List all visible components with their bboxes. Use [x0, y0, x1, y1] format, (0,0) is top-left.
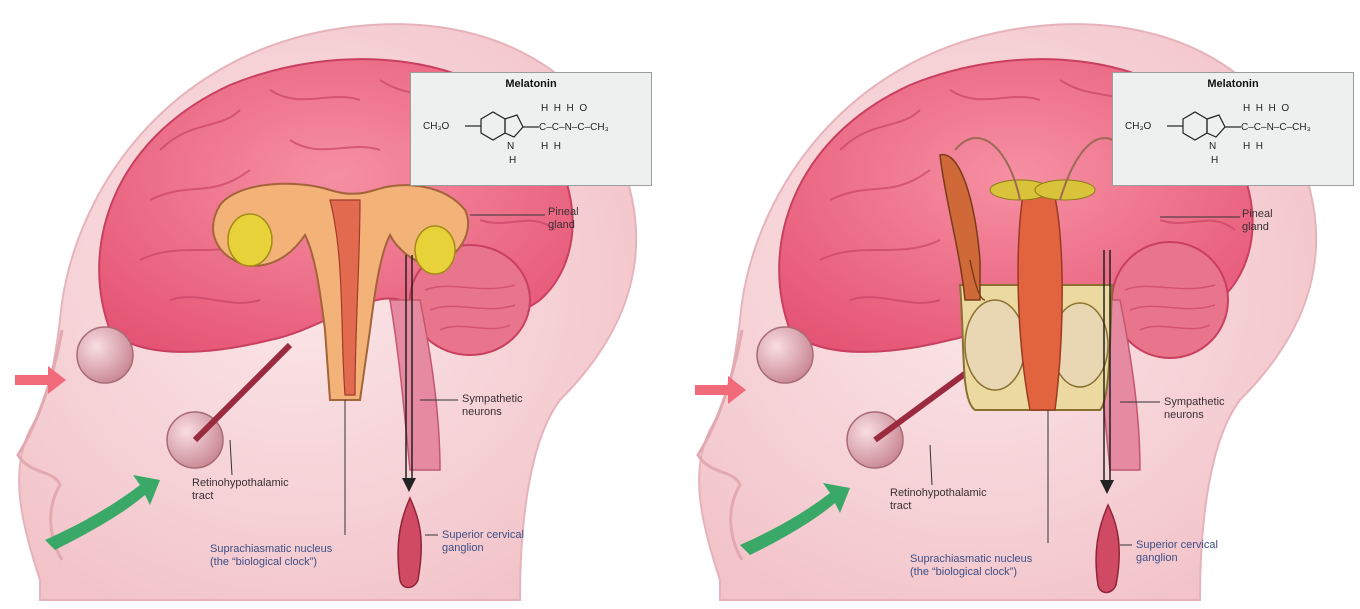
ring-nitrogen: N — [1209, 141, 1216, 152]
eye-upper — [757, 327, 813, 383]
ring-hydrogen: H — [1211, 155, 1218, 166]
panel-female: Melatonin CH₃O N H H H H O C–C–N–C–CH₃ H… — [0, 0, 680, 609]
melatonin-structure-box: Melatonin CH₃O N H H H H O C–C–N–C–CH₃ H… — [1112, 72, 1354, 186]
ring-nitrogen: N — [507, 141, 514, 152]
indole-ring — [1163, 101, 1243, 161]
methoxy-group: CH₃O — [1125, 121, 1151, 132]
indole-ring — [461, 101, 541, 161]
label-sympathetic-neurons: Sympathetic neurons — [462, 393, 523, 419]
label-pineal-gland: Pineal gland — [548, 206, 579, 232]
melatonin-structure-box: Melatonin CH₃O N H H H H O C–C–N–C–CH₃ H… — [410, 72, 652, 186]
panel-male: Melatonin CH₃O N H H H H O C–C–N–C–CH₃ H… — [680, 0, 1360, 609]
structure-title: Melatonin — [1113, 78, 1353, 90]
ring-hydrogen: H — [509, 155, 516, 166]
chain-top-atoms: H H H O — [541, 103, 587, 114]
label-superior-cervical-ganglion: Superior cervical ganglion — [442, 529, 524, 555]
side-chain: C–C–N–C–CH₃ — [539, 122, 609, 133]
label-suprachiasmatic-nucleus: Suprachiasmatic nucleus (the “biological… — [910, 553, 1032, 579]
label-retinohypothalamic-tract: Retinohypothalamic tract — [192, 477, 289, 503]
chain-bottom-atoms: H H — [1243, 141, 1263, 152]
chain-top-atoms: H H H O — [1243, 103, 1289, 114]
structure-title: Melatonin — [411, 78, 651, 90]
methoxy-group: CH₃O — [423, 121, 449, 132]
label-pineal-gland: Pineal gland — [1242, 208, 1273, 234]
eye-upper — [77, 327, 133, 383]
label-suprachiasmatic-nucleus: Suprachiasmatic nucleus (the “biological… — [210, 543, 332, 569]
side-chain: C–C–N–C–CH₃ — [1241, 122, 1311, 133]
label-retinohypothalamic-tract: Retinohypothalamic tract — [890, 487, 987, 513]
label-sympathetic-neurons: Sympathetic neurons — [1164, 396, 1225, 422]
cerebellum — [1112, 242, 1228, 358]
chain-bottom-atoms: H H — [541, 141, 561, 152]
label-superior-cervical-ganglion: Superior cervical ganglion — [1136, 539, 1218, 565]
